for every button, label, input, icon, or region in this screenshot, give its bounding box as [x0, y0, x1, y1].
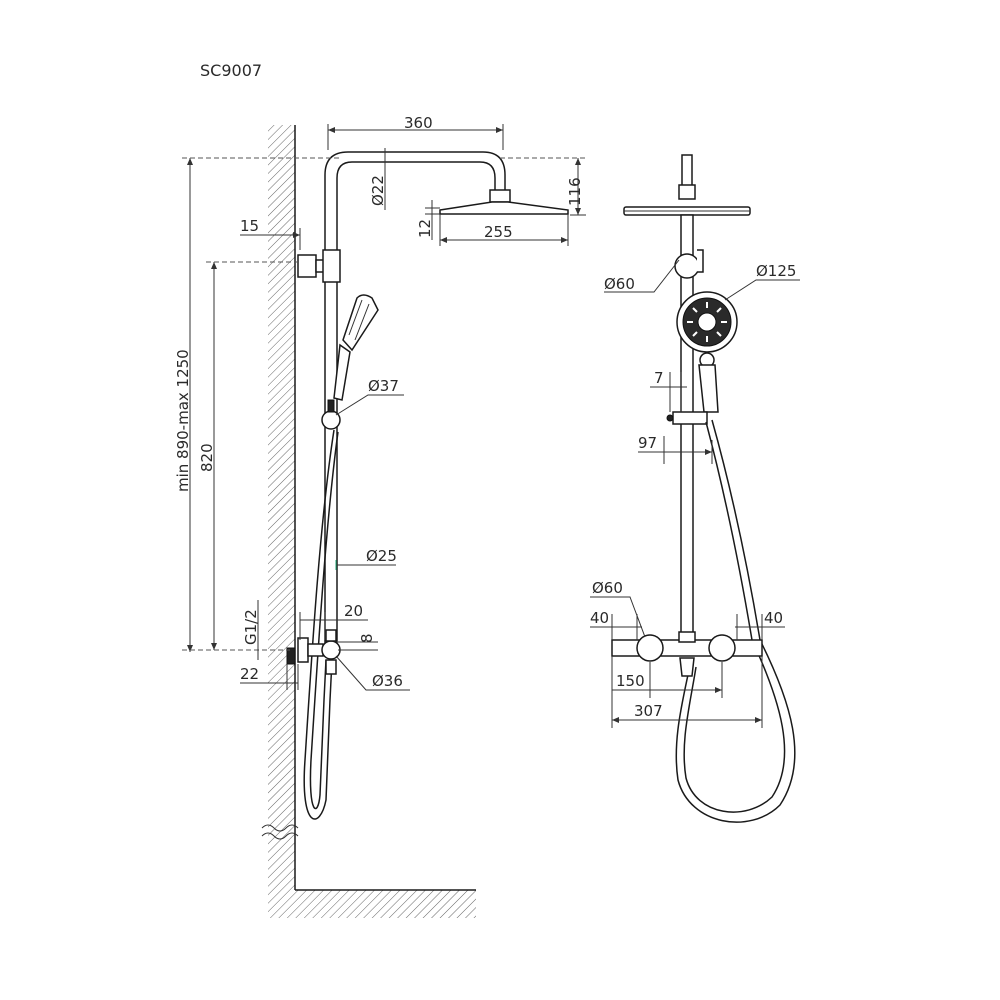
front-mixer-top [678, 631, 696, 643]
dim-wall-clearance: 15 [240, 217, 259, 235]
dim-mixer-right: 40 [764, 609, 783, 627]
head-shower-side [439, 201, 569, 215]
wall-bracket-clamp [322, 249, 341, 283]
model-title: SC9007 [200, 61, 262, 80]
side-view: 360 Ø22 116 12 255 15 min 890-max 1250 8… [174, 114, 586, 918]
dim-thread: G1/2 [242, 609, 260, 645]
dim-wall-offset: 22 [240, 665, 259, 683]
hand-shower-face [348, 299, 370, 341]
inlet-nut [307, 643, 324, 657]
dim-mixer-spacing: 150 [616, 672, 645, 690]
front-hand-shower-center [697, 312, 717, 332]
break-mark [261, 824, 299, 840]
leader-hand-shower [724, 279, 800, 301]
dim-connector-gap: 8 [358, 633, 376, 643]
dim-connector-offset: 20 [344, 602, 363, 620]
front-hose-outer [675, 419, 796, 823]
riser-pipe-outer [324, 151, 506, 645]
hand-shower-handle [333, 343, 351, 401]
dim-connector-diameter: Ø36 [372, 672, 403, 690]
dim-mixer-diameter: Ø60 [592, 579, 623, 597]
front-mixer-handle-right [708, 634, 736, 662]
front-head-connector [678, 184, 696, 200]
inlet-elbow [297, 637, 309, 663]
hand-shower-head-side [342, 294, 379, 352]
dim-hose-offset: 97 [638, 434, 657, 452]
dim-total-height: min 890-max 1250 [174, 349, 192, 492]
head-connector [489, 189, 511, 203]
front-hose-inner [683, 421, 786, 813]
front-bracket [674, 253, 700, 279]
dim-bracket-diameter: Ø60 [604, 275, 635, 293]
dim-mixer-length: 307 [634, 702, 663, 720]
hose-outer [303, 429, 335, 820]
dim-slider-diameter: Ø37 [368, 377, 399, 395]
leader-slider [335, 394, 404, 416]
floor-hatch [268, 890, 476, 918]
front-slider [672, 411, 708, 425]
riser-pipe-inner [336, 161, 496, 645]
dim-head-height: 116 [566, 177, 584, 206]
hose-inner [309, 431, 339, 810]
front-bracket-screw [697, 249, 704, 273]
dim-head-arm-length: 360 [404, 114, 433, 132]
dim-mixer-left: 40 [590, 609, 609, 627]
dim-hand-shower-diameter: Ø125 [756, 262, 796, 280]
dim-rail-diameter: Ø25 [366, 547, 397, 565]
front-mixer-outlet [679, 657, 695, 677]
dim-slider-offset: 7 [654, 369, 664, 387]
front-view: Ø60 Ø125 7 97 Ø60 40 40 150 [590, 154, 800, 823]
front-slider-knob [666, 414, 674, 422]
wall-hatch [268, 125, 295, 890]
leader-connector [335, 655, 410, 691]
diverter-top [325, 629, 337, 642]
wall-bracket-plate [297, 254, 317, 278]
dim-rail-length: 820 [198, 443, 216, 472]
dim-arm-diameter: Ø22 [369, 175, 387, 206]
leader-mixer [590, 596, 646, 638]
front-hand-shower-handle [698, 364, 719, 413]
dim-head-diameter: 255 [484, 223, 513, 241]
dim-head-thickness: 12 [416, 219, 434, 238]
front-mixer-handle-left [636, 634, 664, 662]
wall-inlet [286, 647, 296, 665]
leader-bracket [604, 259, 680, 293]
slider-knob [327, 399, 335, 413]
diverter-body [321, 640, 341, 660]
diverter-outlet [325, 659, 337, 675]
